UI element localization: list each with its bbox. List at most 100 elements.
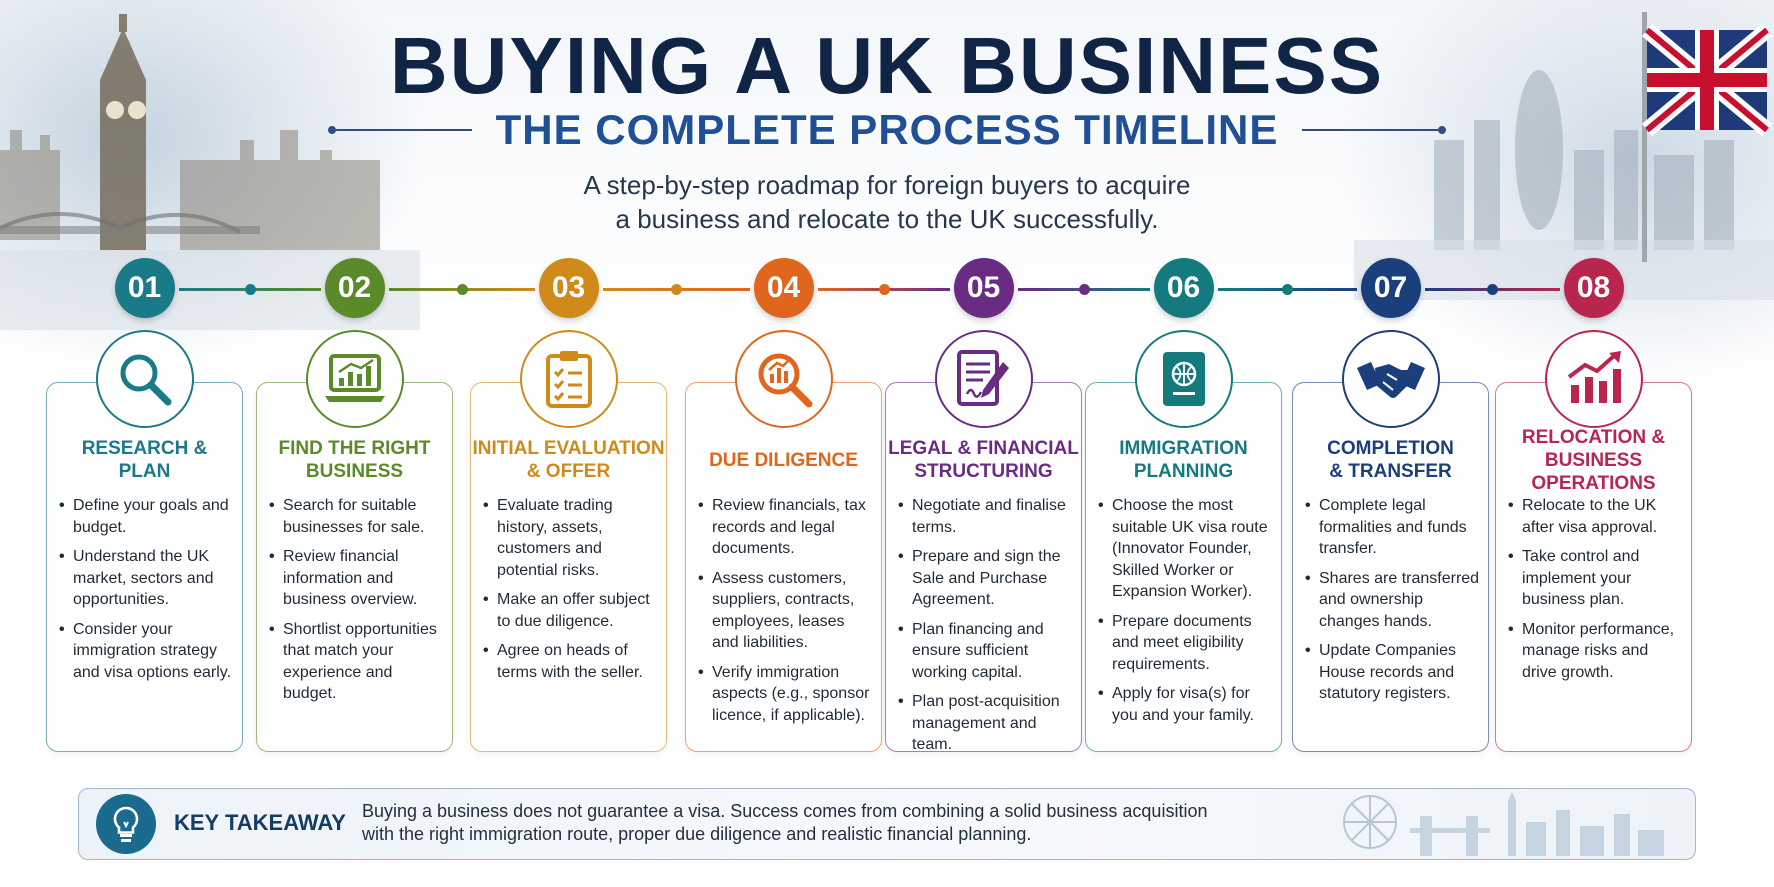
timeline-connector: [817, 284, 950, 295]
step-bullet: Verify immigration aspects (e.g., sponso…: [698, 662, 873, 727]
step-icon-circle: [95, 330, 194, 428]
timeline-connector: [388, 284, 535, 295]
timeline-dot: [878, 284, 890, 295]
step-card-04: DUE DILIGENCE Review financials, tax rec…: [685, 382, 882, 752]
step-title-line: PLANNING: [1133, 461, 1234, 482]
step-bullet: Complete legal formalities and funds tra…: [1305, 495, 1480, 560]
step-title-line: & OFFER: [526, 461, 611, 482]
growth-chart-icon: [1563, 351, 1625, 407]
step-bullet: Plan financing and ensure sufficient wor…: [898, 619, 1073, 684]
step-bullets: Define your goals and budget. Understand …: [59, 495, 234, 691]
step-bullet: Prepare and sign the Sale and Purchase A…: [898, 546, 1073, 611]
step-icon-circle: [734, 330, 833, 428]
step-card-01: RESEARCH &PLAN Define your goals and bud…: [46, 382, 243, 752]
step-bullet: Understand the UK market, sectors and op…: [59, 546, 234, 611]
timeline-connector: [1424, 284, 1560, 295]
step-icon-circle: [1341, 330, 1440, 428]
step-bullet: Prepare documents and meet eligibility r…: [1098, 611, 1273, 676]
step-bullet: Assess customers, suppliers, contracts, …: [698, 568, 873, 654]
step-title-line: PLAN: [118, 461, 171, 482]
key-takeaway-line-2: with the right immigration route, proper…: [362, 824, 1032, 844]
key-takeaway-line-1: Buying a business does not guarantee a v…: [362, 801, 1208, 821]
step-title: DUE DILIGENCE: [686, 437, 881, 483]
step-title-line: BUSINESS: [305, 461, 404, 482]
signed-document-icon: [955, 348, 1013, 410]
clipboard-checklist-icon: [544, 348, 594, 410]
timeline-dot: [1282, 284, 1293, 295]
step-title-line: & TRANSFER: [1329, 461, 1452, 482]
timeline-dot: [244, 284, 256, 295]
step-bullet: Agree on heads of terms with the seller.: [483, 640, 658, 683]
timeline-connector: [602, 284, 750, 295]
step-title-line: COMPLETION: [1327, 438, 1454, 459]
step-card-03: INITIAL EVALUATION& OFFER Evaluate tradi…: [470, 382, 667, 752]
step-number-06: 06: [1153, 258, 1214, 318]
step-bullet: Update Companies House records and statu…: [1305, 640, 1480, 705]
step-number-04: 04: [753, 258, 814, 318]
timeline-dot: [671, 284, 682, 295]
step-icon-circle: [1134, 330, 1233, 428]
step-card-07: COMPLETION& TRANSFER Complete legal form…: [1292, 382, 1489, 752]
step-number-03: 03: [538, 258, 599, 318]
handshake-icon: [1355, 354, 1427, 404]
timeline-connector: [1017, 284, 1150, 295]
step-bullet: Consider your immigration strategy and v…: [59, 619, 234, 684]
lightbulb-icon: [96, 794, 156, 854]
london-landmarks-illustration: [1343, 792, 1664, 856]
step-icon-circle: [305, 330, 404, 428]
step-bullets: Review financials, tax records and legal…: [698, 495, 873, 734]
step-title: RELOCATION &BUSINESS OPERATIONS: [1496, 427, 1691, 494]
timeline-connector: [1217, 284, 1357, 295]
step-title-line: RESEARCH &: [81, 438, 208, 459]
step-icon-circle: [934, 330, 1033, 428]
step-title: INITIAL EVALUATION& OFFER: [471, 437, 666, 483]
step-title-line: DUE DILIGENCE: [709, 449, 858, 471]
timeline-connector: [178, 284, 321, 295]
step-card-08: RELOCATION &BUSINESS OPERATIONS Relocate…: [1495, 382, 1692, 752]
timeline-dot: [1078, 284, 1090, 295]
timeline-dot: [1487, 284, 1498, 295]
step-number-07: 07: [1360, 258, 1421, 318]
step-number-01: 01: [114, 258, 175, 318]
step-bullet: Take control and implement your business…: [1508, 546, 1683, 611]
step-bullet: Evaluate trading history, assets, custom…: [483, 495, 658, 581]
step-bullets: Negotiate and finalise terms. Prepare and…: [898, 495, 1073, 764]
key-takeaway-text: Buying a business does not guarantee a v…: [362, 800, 1262, 846]
step-bullet: Plan post-acquisition management and tea…: [898, 691, 1073, 756]
step-bullet: Shares are transferred and ownership cha…: [1305, 568, 1480, 633]
key-takeaway-label: KEY TAKEAWAY: [174, 810, 346, 835]
step-bullet: Apply for visa(s) for you and your famil…: [1098, 683, 1273, 726]
passport-icon: [1159, 348, 1209, 410]
step-number-05: 05: [953, 258, 1014, 318]
laptop-chart-icon: [323, 352, 387, 406]
step-bullets: Evaluate trading history, assets, custom…: [483, 495, 658, 691]
step-title-line: LEGAL & FINANCIAL: [888, 438, 1079, 459]
step-bullets: Search for suitable businesses for sale.…: [269, 495, 444, 713]
subtitle-row: THE COMPLETE PROCESS TIMELINE: [0, 104, 1774, 156]
step-title-line: BUSINESS OPERATIONS: [1531, 449, 1656, 494]
step-number-08: 08: [1563, 258, 1624, 318]
page-title: BUYING A UK BUSINESS: [389, 21, 1385, 110]
step-bullets: Choose the most suitable UK visa route (…: [1098, 495, 1273, 734]
step-title: RESEARCH &PLAN: [47, 437, 242, 483]
subtitle-rule-left: [327, 126, 472, 134]
step-icon-circle: [1544, 330, 1643, 428]
step-title-line: STRUCTURING: [914, 461, 1053, 482]
step-bullet: Shortlist opportunities that match your …: [269, 619, 444, 705]
step-bullet: Choose the most suitable UK visa route (…: [1098, 495, 1273, 603]
magnifier-icon: [114, 348, 176, 410]
step-bullet: Review financials, tax records and legal…: [698, 495, 873, 560]
timeline-dot: [456, 284, 468, 295]
step-bullet: Search for suitable businesses for sale.: [269, 495, 444, 538]
step-title-line: RELOCATION &: [1521, 426, 1666, 448]
intro-line-1: A step-by-step roadmap for foreign buyer…: [583, 170, 1191, 200]
step-bullet: Define your goals and budget.: [59, 495, 234, 538]
union-jack-flag-icon: [1641, 23, 1773, 137]
step-bullet: Relocate to the UK after visa approval.: [1508, 495, 1683, 538]
step-bullet: Negotiate and finalise terms.: [898, 495, 1073, 538]
step-title-line: INITIAL EVALUATION: [472, 438, 665, 459]
intro-line-2: a business and relocate to the UK succes…: [615, 204, 1159, 234]
